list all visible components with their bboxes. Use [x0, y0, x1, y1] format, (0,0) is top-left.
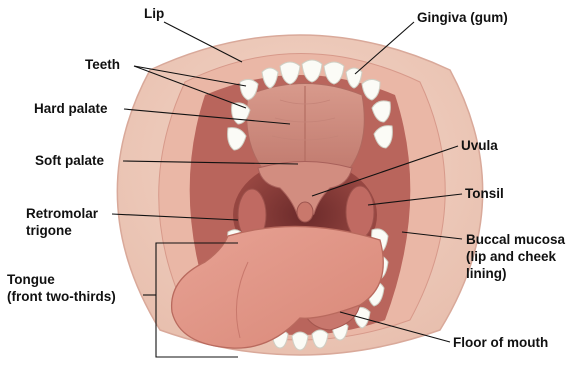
- label-lip: Lip: [144, 6, 164, 21]
- label-tongue-line1: Tongue: [7, 272, 55, 287]
- uvula-tip: [297, 202, 313, 222]
- label-hard-palate: Hard palate: [34, 101, 108, 116]
- label-tongue-line2: (front two-thirds): [7, 289, 116, 304]
- label-retromolar-line2: trigone: [26, 223, 72, 238]
- label-retromolar-line1: Retromolar: [26, 206, 98, 221]
- label-soft-palate: Soft palate: [35, 153, 104, 168]
- label-buccal-line1: Buccal mucosa: [466, 232, 565, 247]
- label-buccal-line2: (lip and cheek: [466, 249, 556, 264]
- label-buccal-line3: lining): [466, 266, 507, 281]
- label-gingiva: Gingiva (gum): [417, 10, 508, 25]
- label-uvula: Uvula: [461, 138, 498, 153]
- label-tonsil: Tonsil: [465, 186, 504, 201]
- tonsil-right: [346, 186, 374, 238]
- label-teeth: Teeth: [85, 57, 120, 72]
- label-floor-of-mouth: Floor of mouth: [453, 335, 548, 350]
